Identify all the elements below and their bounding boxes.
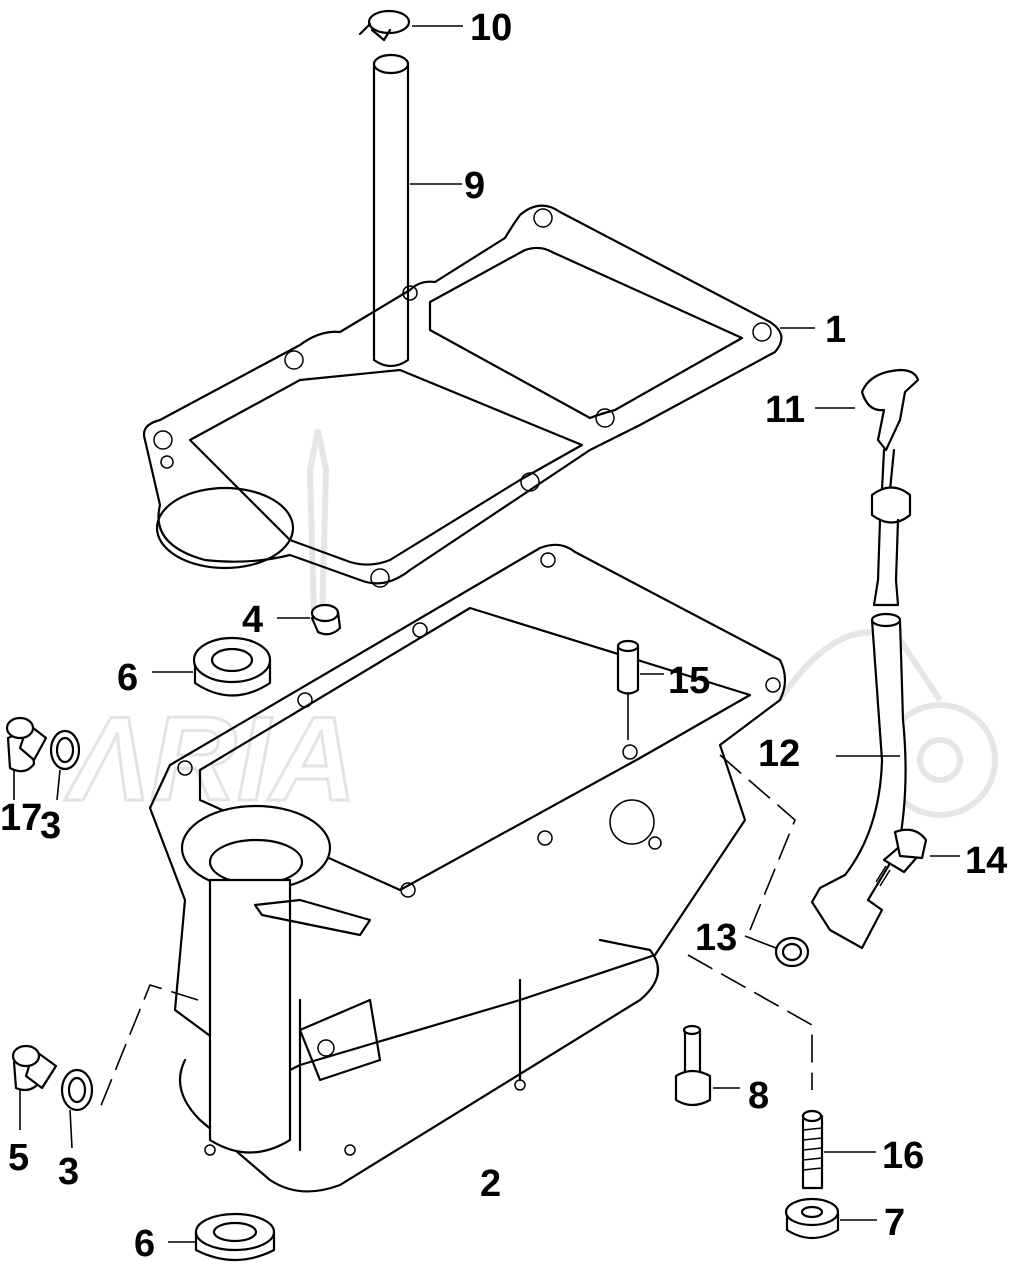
callout-10: 15	[668, 660, 710, 702]
oil-seal-lower-part	[194, 1212, 276, 1262]
bolt-16-part	[875, 828, 928, 887]
dashed-lines	[99, 754, 813, 1109]
callout-6a: 6	[117, 657, 138, 699]
washer-lower-part	[60, 1068, 94, 1112]
callout-13: 11	[765, 389, 805, 431]
callout-9: 7	[884, 1202, 905, 1244]
callout-15: 13	[695, 917, 737, 959]
callout-17: 17	[0, 797, 42, 839]
nut-part	[784, 1197, 840, 1240]
callout-3b: 3	[58, 1151, 79, 1193]
callout-16: 14	[965, 840, 1007, 882]
plug-part	[310, 603, 342, 636]
callout-14: 12	[758, 733, 800, 775]
washer-upper-part	[49, 729, 81, 771]
callout-4: 4	[242, 599, 263, 641]
o-ring-part	[774, 936, 810, 968]
callout-11: 9	[464, 165, 485, 207]
oil-pan-part	[148, 543, 787, 1193]
callout-5: 5	[8, 1137, 29, 1179]
callout-3a: 3	[40, 805, 61, 847]
svg-text:ΛRIA: ΛRIA	[64, 692, 357, 826]
callout-1: 1	[825, 309, 846, 351]
leader-lines	[13, 25, 960, 1243]
clamp-part	[358, 9, 411, 42]
callout-7: 8	[748, 1075, 769, 1117]
drain-bolt-5-part	[11, 1044, 58, 1092]
bolt-7-part	[674, 1024, 712, 1107]
dowel-pin-part	[616, 639, 640, 695]
drain-bolt-17-part	[5, 716, 48, 773]
stud-part	[801, 1109, 824, 1190]
callout-2: 2	[480, 1163, 501, 1205]
tube-part	[372, 53, 410, 368]
callout-labels: 10 9 1 11 4 6 15 12 17 3 14 13 8 5 3 16 …	[0, 7, 1007, 1265]
oil-seal-upper-part	[192, 636, 272, 697]
callout-8: 16	[882, 1135, 924, 1177]
dipstick-guide-part	[810, 612, 907, 950]
callout-6b: 6	[134, 1223, 155, 1265]
callout-12: 10	[470, 7, 512, 49]
gasket-part	[142, 204, 783, 588]
dipstick-part	[860, 368, 920, 607]
